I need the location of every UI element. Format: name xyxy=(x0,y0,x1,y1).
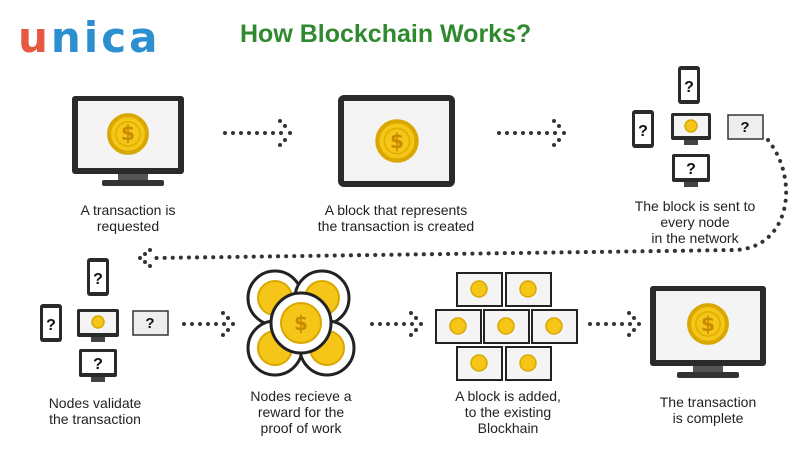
caption-step3-line3: in the network xyxy=(651,230,739,246)
coin-symbol: $ xyxy=(121,121,135,145)
caption-step2: A block that represents the transaction … xyxy=(306,202,486,234)
arrowhead-step4 xyxy=(138,248,152,268)
monitor-icon-step7: $ xyxy=(650,286,766,378)
network-nodes-step3: ? ? ? ? xyxy=(632,66,764,187)
unknown-symbol: ? xyxy=(93,271,103,288)
caption-step1-line1: A transaction is xyxy=(80,202,176,218)
caption-step1-line2: requested xyxy=(96,218,160,234)
unknown-symbol: ? xyxy=(686,161,696,178)
caption-step5-line3: proof of work xyxy=(260,420,342,436)
reward-coins-step5: $ xyxy=(246,269,356,377)
logo-part-u: u xyxy=(18,13,51,62)
block-coins-step6 xyxy=(449,280,563,372)
arrow-step2-to-step3 xyxy=(497,119,566,147)
arrow-step4-to-step5 xyxy=(182,311,235,337)
coin-symbol: $ xyxy=(390,129,404,153)
caption-step5-line2: reward for the xyxy=(257,404,345,420)
unknown-symbol: ? xyxy=(740,119,749,136)
caption-step3-line1: The block is sent to xyxy=(634,198,756,214)
unica-logo: unica xyxy=(18,14,160,62)
unknown-symbol: ? xyxy=(46,317,56,334)
arrow-step6-to-step7 xyxy=(588,311,641,337)
caption-step6-line3: Blockhain xyxy=(477,420,539,436)
caption-step5: Nodes recieve a reward for the proof of … xyxy=(236,388,366,436)
caption-step5-line1: Nodes recieve a xyxy=(250,388,352,404)
caption-step3: The block is sent to every node in the n… xyxy=(620,198,770,246)
unknown-symbol: ? xyxy=(684,79,694,96)
caption-step1: A transaction is requested xyxy=(58,202,198,234)
caption-step7-line2: is complete xyxy=(672,410,744,426)
network-nodes-step4: ? ? ? ? xyxy=(40,258,169,382)
tablet-icon-step2: $ xyxy=(338,95,455,187)
caption-step4: Nodes validate the transaction xyxy=(30,395,160,427)
caption-step6-line2: to the existing xyxy=(464,404,552,420)
unknown-symbol: ? xyxy=(145,315,154,332)
coin-symbol: $ xyxy=(294,311,308,335)
caption-step4-line2: the transaction xyxy=(49,411,141,427)
caption-step2-line2: the transaction is created xyxy=(317,218,475,234)
arrow-step1-to-step2 xyxy=(223,119,292,147)
caption-step2-line1: A block that represents xyxy=(324,202,468,218)
caption-step3-line2: every node xyxy=(660,214,730,230)
caption-step6: A block is added, to the existing Blockh… xyxy=(438,388,578,436)
unknown-symbol: ? xyxy=(93,356,103,373)
page-title: How Blockchain Works? xyxy=(240,20,532,48)
coin-symbol: $ xyxy=(701,312,715,336)
arrow-step5-to-step6 xyxy=(370,311,423,337)
logo-part-nica: nica xyxy=(50,13,161,62)
caption-step6-line1: A block is added, xyxy=(455,388,561,404)
caption-step7: The transaction is complete xyxy=(640,394,776,426)
unknown-symbol: ? xyxy=(638,123,648,140)
caption-step4-line1: Nodes validate xyxy=(48,395,142,411)
monitor-icon-step1: $ xyxy=(72,96,184,186)
caption-step7-line1: The transaction xyxy=(659,394,757,410)
